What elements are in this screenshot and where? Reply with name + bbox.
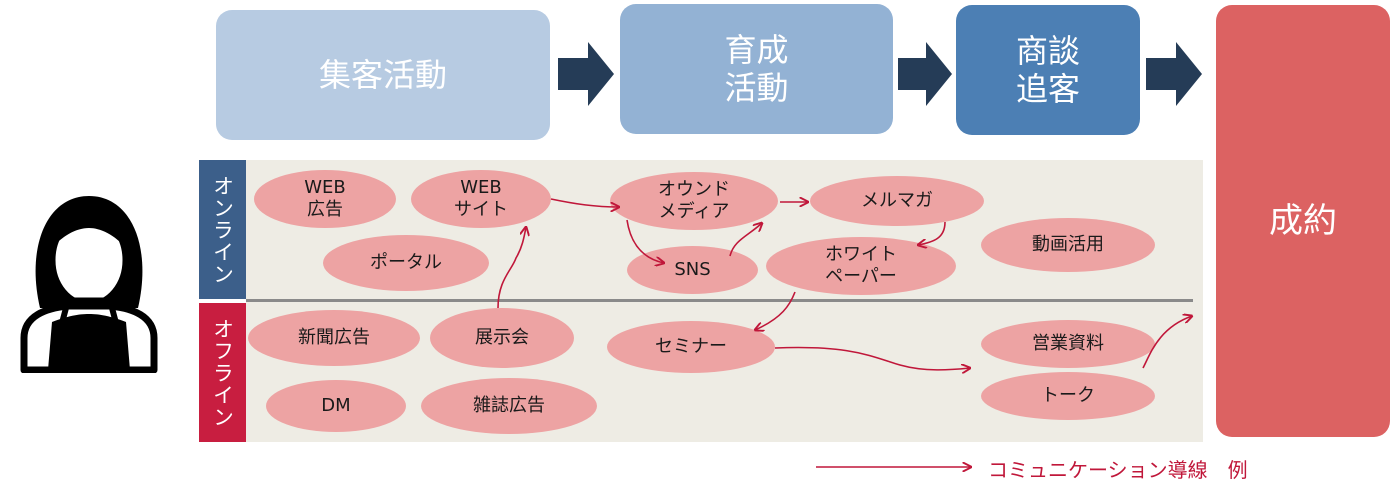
node-sales-material: 営業資料 <box>981 320 1155 368</box>
node-seminar: セミナー <box>607 321 775 373</box>
node-magazine-ad: 雑誌広告 <box>421 378 597 434</box>
row-label-offline: オフライン <box>199 303 246 442</box>
row-label-online: オンライン <box>199 160 246 299</box>
node-dm: DM <box>266 380 406 432</box>
stage-negotiate: 商談 追客 <box>956 5 1140 135</box>
stage-close: 成約 <box>1216 5 1390 437</box>
legend-label: コミュニケーション導線 例 <box>988 458 1248 482</box>
stage-acquire: 集客活動 <box>216 10 550 140</box>
node-whitepaper: ホワイト ペーパー <box>766 237 956 295</box>
node-owned-media: オウンド メディア <box>610 172 778 230</box>
node-web-site: WEB サイト <box>411 170 551 228</box>
node-sns: SNS <box>627 246 758 294</box>
node-web-ad: WEB 広告 <box>254 170 396 228</box>
node-exhibition: 展示会 <box>430 308 574 368</box>
stage-arrow-3 <box>1146 42 1202 106</box>
stage-arrow-2 <box>898 42 952 106</box>
node-video: 動画活用 <box>981 218 1155 272</box>
node-mailmag: メルマガ <box>810 176 984 226</box>
person-icon <box>20 196 158 373</box>
stage-arrow-1 <box>558 42 614 106</box>
node-portal: ポータル <box>323 235 489 291</box>
node-newspaper-ad: 新聞広告 <box>248 310 420 366</box>
row-divider <box>246 299 1193 302</box>
node-talk: トーク <box>981 372 1155 420</box>
stage-nurture: 育成 活動 <box>620 4 893 134</box>
